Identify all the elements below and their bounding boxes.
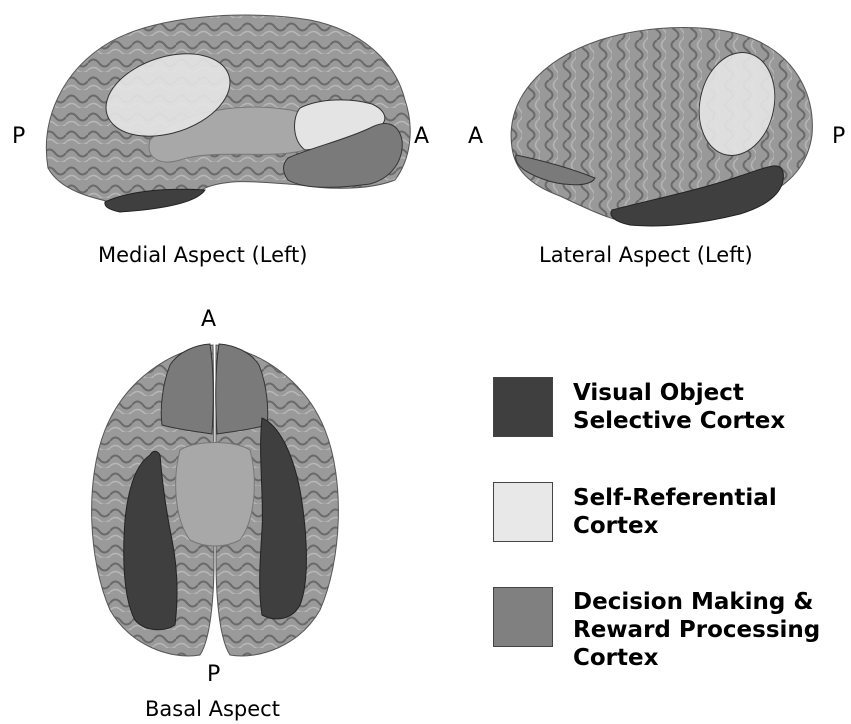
basal-decision-making-left (161, 344, 213, 434)
legend-swatch-self-referential (493, 482, 553, 542)
basal-decision-making-right (216, 344, 268, 434)
basal-caption: Basal Aspect (145, 697, 280, 721)
legend-label-self-referential: Self-Referential Cortex (573, 484, 777, 540)
legend-label-visual-object: Visual Object Selective Cortex (573, 379, 785, 435)
basal-posterior-label: P (207, 664, 220, 686)
legend-swatch-visual-object (493, 377, 553, 437)
legend-label-decision-making: Decision Making & Reward Processing Cort… (573, 588, 820, 672)
basal-anterior-label: A (201, 309, 216, 331)
legend-swatch-decision-making (493, 587, 553, 647)
